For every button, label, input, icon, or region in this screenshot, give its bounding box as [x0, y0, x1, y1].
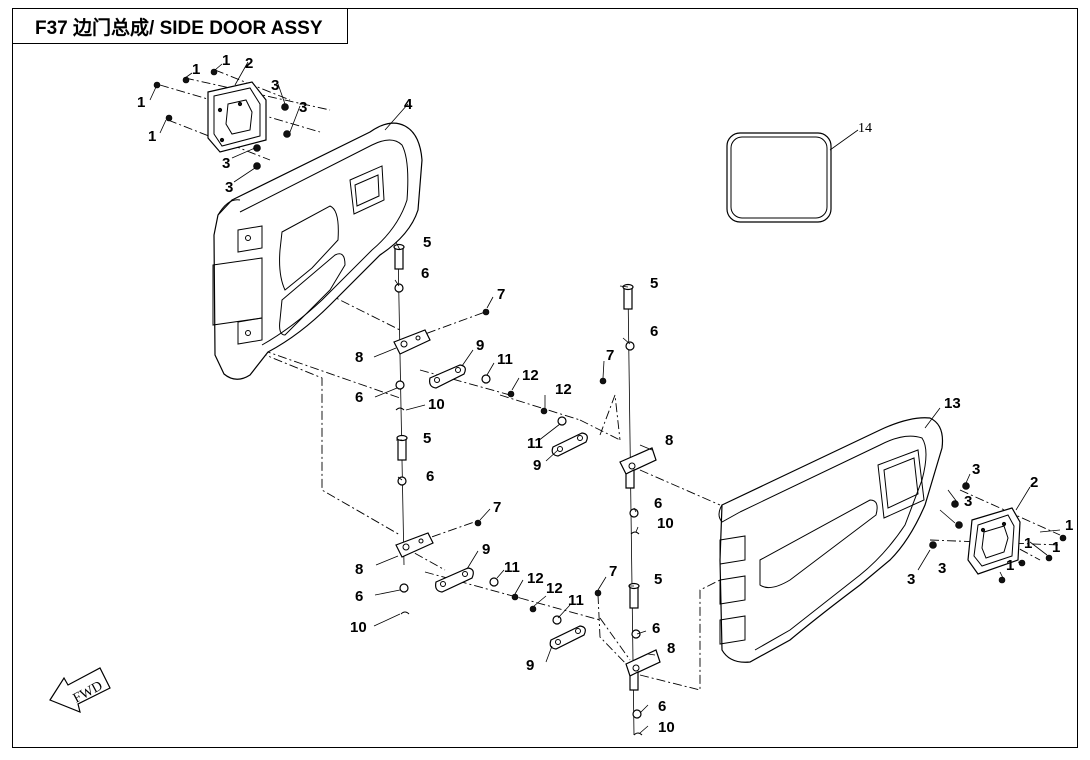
- callout-3: 3: [964, 493, 972, 510]
- callout-1: 1: [192, 61, 200, 78]
- callout-3: 3: [225, 179, 233, 196]
- callout-3: 3: [222, 155, 230, 172]
- callout-2: 2: [1030, 474, 1038, 491]
- callout-11: 11: [497, 351, 513, 368]
- callout-2: 2: [245, 55, 253, 72]
- callout-6: 6: [355, 389, 363, 406]
- callout-6: 6: [426, 468, 434, 485]
- fwd-arrow-icon: FWD: [49, 667, 111, 713]
- callout-10: 10: [657, 515, 674, 532]
- page-title: F37 边门总成/ SIDE DOOR ASSY: [35, 17, 323, 39]
- callout-6: 6: [652, 620, 660, 637]
- callout-9: 9: [482, 541, 490, 558]
- callout-8: 8: [355, 561, 363, 578]
- callout-14: 14: [858, 121, 872, 136]
- callout-8: 8: [667, 640, 675, 657]
- title-box: F37 边门总成/ SIDE DOOR ASSY: [12, 8, 348, 44]
- callout-3: 3: [938, 560, 946, 577]
- callout-1: 1: [137, 94, 145, 111]
- callout-7: 7: [606, 347, 614, 364]
- callout-6: 6: [650, 323, 658, 340]
- callout-12: 12: [555, 381, 572, 398]
- callout-7: 7: [497, 286, 505, 303]
- callout-5: 5: [654, 571, 662, 588]
- rounded-panel-14: [726, 132, 832, 223]
- callout-10: 10: [428, 396, 445, 413]
- callout-6: 6: [421, 265, 429, 282]
- right-lower-hinge: [529, 582, 661, 736]
- left-upper-hinge: [393, 243, 515, 411]
- left-latch: [207, 81, 267, 153]
- callout-12: 12: [522, 367, 539, 384]
- callout-1: 1: [1024, 535, 1032, 552]
- callout-7: 7: [609, 563, 617, 580]
- callout-5: 5: [650, 275, 658, 292]
- callout-7: 7: [493, 499, 501, 516]
- callout-1: 1: [1052, 539, 1060, 556]
- left-door-panel: [212, 122, 423, 380]
- callout-1: 1: [1006, 557, 1014, 574]
- callout-1: 1: [1065, 517, 1073, 534]
- callout-8: 8: [355, 349, 363, 366]
- callout-6: 6: [355, 588, 363, 605]
- right-upper-hinge: [540, 283, 657, 535]
- callout-12: 12: [527, 570, 544, 587]
- callout-5: 5: [423, 430, 431, 447]
- callout-4: 4: [404, 96, 413, 113]
- callout-11: 11: [504, 559, 520, 576]
- callout-9: 9: [526, 657, 534, 674]
- callout-10: 10: [658, 719, 675, 736]
- callout-3: 3: [299, 99, 307, 116]
- callout-11: 11: [527, 435, 543, 452]
- callout-8: 8: [665, 432, 673, 449]
- drawing-frame: [12, 8, 1078, 748]
- callout-6: 6: [658, 698, 666, 715]
- left-lower-hinge: [395, 434, 519, 615]
- callout-11: 11: [568, 592, 584, 609]
- callout-13: 13: [944, 395, 961, 412]
- right-latch: [967, 507, 1021, 575]
- callout-12: 12: [546, 580, 563, 597]
- leader-lines: [149, 61, 1061, 734]
- right-door-panel: [718, 417, 944, 663]
- callout-10: 10: [350, 619, 367, 636]
- callout-3: 3: [271, 77, 279, 94]
- callout-3: 3: [972, 461, 980, 478]
- left-fasteners: [153, 68, 291, 170]
- callout-1: 1: [148, 128, 156, 145]
- callout-1: 1: [222, 52, 230, 69]
- callout-5: 5: [423, 234, 431, 251]
- callout-6: 6: [654, 495, 662, 512]
- callout-3: 3: [907, 571, 915, 588]
- callout-9: 9: [533, 457, 541, 474]
- callout-9: 9: [476, 337, 484, 354]
- callout-labels: 1 1 1 1 2 3 3 3 3 4 5 6 7 8 9 11 12 6 10…: [137, 52, 1073, 736]
